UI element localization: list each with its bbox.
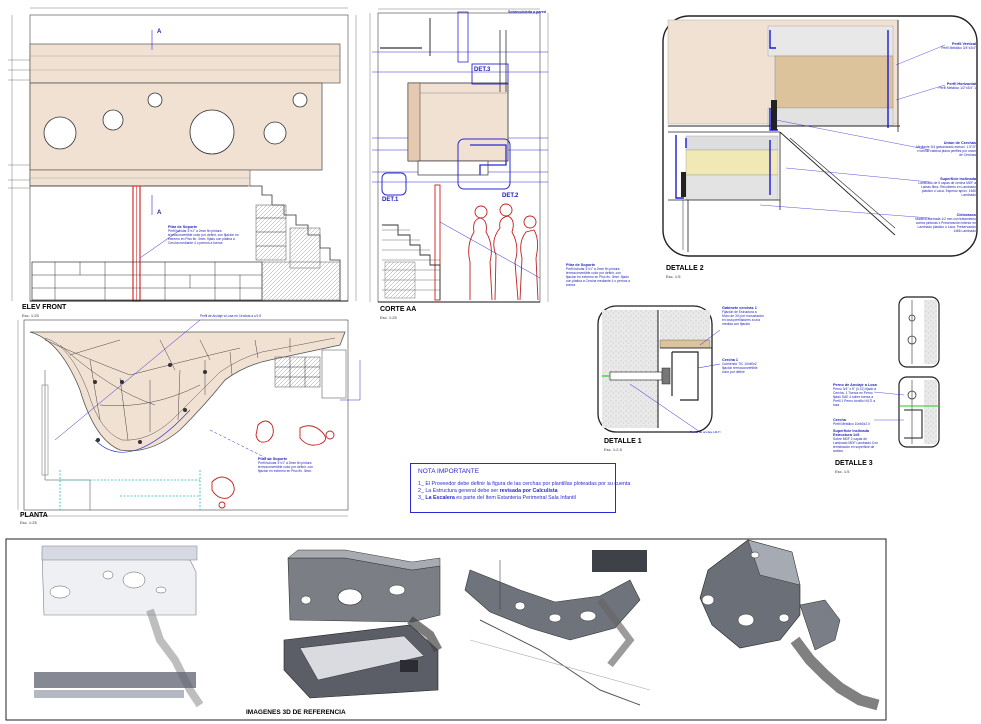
detalle-1-title: DETALLE 1 [604,438,642,445]
note-d1-anclaje: Perno de anclaje HILTI [690,430,721,434]
note-d2-perfil-vertical-title: Perfil Vertical [951,42,976,46]
note-d3-cercha: Cercha Perfil Metálico 10x60x2.0 [833,418,879,426]
important-note-heading: NOTA IMPORTANTE [418,468,480,475]
render-3 [464,550,651,706]
detalle-2-title: DETALLE 2 [666,265,704,272]
important-note-line-2: 2_ La Estructura general debe ser revisa… [418,488,608,495]
sobre-muro-label: Sobrecubierta a pared [508,10,546,14]
note-d3-sup-title: Superficie Inclinada Estructura 1x5 [833,429,869,437]
elev-front-view [8,7,357,302]
planta-scale: Esc. 1:25 [20,520,37,525]
note-d3-perno: Perno de Anclaje a Losa Perno 3/4" x 5" … [833,383,879,407]
note-d3-perno-title: Perno de Anclaje a Losa [833,383,877,387]
note-d2-perfil-horizontal-text: Perfil Metálico 1/2"x3/4" 1 [938,86,976,90]
note-d3-cercha-title: Cercha [833,418,846,422]
note-d2-perfil-vertical: Perfil Vertical Perfil Metálico 3/4"x3/4… [918,42,976,50]
note-pilar-planta-title: Pilar de Soporte [258,457,288,461]
important-note-line-3-prefix: 3_ [418,495,426,501]
detalle-3-view [873,296,940,448]
elev-front-title: ELEV FRONT [22,304,67,311]
section-a-top-label: A [157,29,162,35]
note-d2-perfil-vertical-text: Perfil Metálico 3/4"x3/4" [941,46,976,50]
det1-marker: DET.1 [382,197,399,203]
det3-marker: DET.3 [474,67,491,73]
detalle-1-view [597,305,721,433]
elev-front-scale: Esc. 1:25 [22,313,39,318]
note-planta-top: Perfil de Anclaje a Losa en Cerchas a c/… [200,314,261,318]
note-d2-cielo: Cielorasos Madera aserrada 1/2 mm con tr… [912,213,976,233]
detalle-1-scale: Esc. 1:2,5 [604,447,622,452]
note-pilar-elev-title: Pilar de Soporte [168,225,198,229]
reference-3d-title: IMAGENES 3D DE REFERENCIA [246,709,346,716]
note-d2-perfil-horizontal: Perfil Horizontal Perfil Metálico 1/2"x3… [918,82,976,90]
planta-view [17,319,361,517]
important-note-line-3-bold: La Escalera [425,495,455,501]
corte-aa-view [369,8,549,303]
note-pilar-elev: Pilar de Soporte Perfil tubular 3"x1" a … [168,225,243,245]
render-4 [699,539,880,711]
important-note-line-2-bold: revisada por Calculista [499,488,558,494]
detalle-2-view [662,15,978,257]
corte-aa-scale: Esc. 1:25 [380,315,397,320]
reference-3d-panel [5,538,887,721]
detalle-3-title: DETALLE 3 [835,460,873,467]
note-pilar-elev-text: Perfil tubular 3"x1" a 2mm fin pintura t… [168,229,239,245]
note-d2-union-text: Mediante 3/4 galvanizado estruct. 1.5"/3… [916,145,976,157]
note-d2-superficie-text: Laminado de 5 capas de cercha MDF a Lama… [918,181,976,197]
render-1 [34,545,204,708]
note-d2-cielo-title: Cielorasos [956,213,976,217]
important-note-line-1: 1_ El Proveedor debe definir la figura d… [418,481,631,487]
note-d2-superficie-title: Superficie Inclinada [940,177,976,181]
section-a-bottom-label: A [157,210,162,216]
note-d1-gabinete-title: Gabinete cerchas 1 [722,306,757,310]
important-note-line-3-text: es parte del Item Estanteria Perimetral … [454,495,576,501]
important-note-line-2-text: 2_ La Estructura general debe ser [418,488,500,494]
note-pilar-planta-text: Perfil tubular 3"x1" a 2mm fin pintura t… [258,461,313,473]
det2-marker: DET.2 [502,193,519,199]
note-d3-perno-text: Perno 3/4" x 5" (0.12) fijado a Cercha. … [833,387,877,407]
note-d3-sup: Superficie Inclinada Estructura 1x5 Sobr… [833,429,879,453]
important-note-box: NOTA IMPORTANTE 1_ El Proveedor debe def… [410,463,631,513]
note-d2-union-title: Union de Cerchas [943,141,976,145]
note-d2-cielo-text: Madera aserrada 1/2 mm con tratamiento c… [915,217,976,233]
note-d1-gabinete-text: Fijación de Estructura a Muro de 3/4 por… [722,310,764,326]
planta-title: PLANTA [20,512,48,519]
note-pilar-corte-text: Perfil tubular 3"x1" a 2mm fin pintura t… [566,267,630,287]
note-d3-cercha-text: Perfil Metálico 10x60x2.0 [833,422,870,426]
note-d1-cercha-text: Cubriendo TIC 10x60x2 fijación termoconv… [722,362,758,374]
corte-aa-title: CORTE AA [380,306,417,313]
note-pilar-corte-title: Pilar de Soporte [566,263,596,267]
note-d2-superficie: Superficie Inclinada Laminado de 5 capas… [912,177,976,197]
note-d1-cercha: Cercha 1 Cubriendo TIC 10x60x2 fijación … [722,358,764,374]
note-pilar-planta: Pilar de Soporte Perfil tubular 3"x1" a … [258,457,322,473]
note-d2-perfil-horizontal-title: Perfil Horizontal [946,82,976,86]
detalle-3-scale: Esc. 1:5 [835,469,850,474]
render-2 [283,549,442,699]
note-d3-sup-text: Sobre MDF 2 capas de Laminado MDF Lamina… [833,437,878,453]
note-d2-union: Union de Cerchas Mediante 3/4 galvanizad… [914,141,976,157]
note-pilar-corte: Pilar de Soporte Perfil tubular 3"x1" a … [566,263,632,287]
note-d1-cercha-title: Cercha 1 [722,358,739,362]
note-d1-gabinete: Gabinete cerchas 1 Fijación de Estructur… [722,306,764,326]
detalle-2-scale: Esc. 1:5 [666,274,681,279]
important-note-line-3: 3_ La Escalera es parte del Item Estante… [418,495,608,502]
